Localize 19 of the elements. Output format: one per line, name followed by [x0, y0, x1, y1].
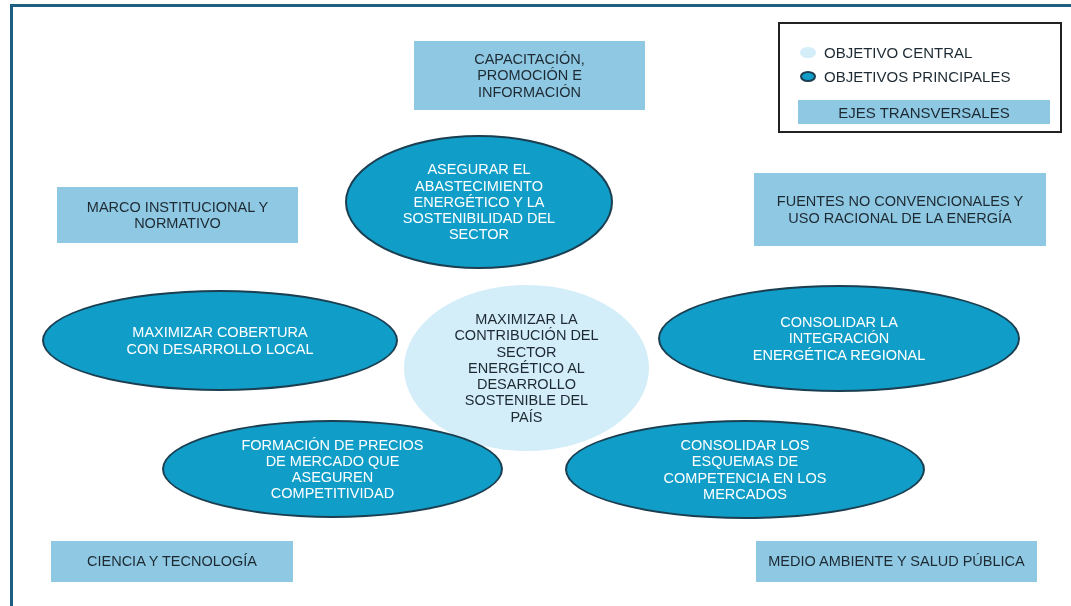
node-label: CONSOLIDAR LOS ESQUEMAS DE COMPETENCIA EN LOS MERCADOS	[662, 437, 828, 502]
legend-swatch: EJES TRANSVERSALES	[798, 100, 1050, 124]
node-label: ASEGURAR EL ABASTECIMIENTO ENERGÉTICO Y LA SOSTENIBILIDAD DEL SECTOR	[401, 161, 557, 243]
node-label: FORMACIÓN DE PRECIOS DE MERCADO QUE ASEGUREN COMPETITIVIDAD	[240, 436, 425, 502]
axis-box	[51, 541, 293, 582]
node-label: MAXIMIZAR LA CONTRIBUCIÓN DEL SECTOR ENERGÉTICO AL DESARROLLO SOSTENIBLE DEL PAÍS	[453, 311, 600, 425]
node-label: MEDIO AMBIENTE Y SALUD PÚBLICA	[768, 553, 1025, 570]
legend-label: OBJETIVO CENTRAL	[824, 44, 973, 61]
node-label: CONSOLIDAR LA INTEGRACIÓN ENERGÉTICA REGIONAL	[751, 314, 927, 363]
axis-box	[57, 187, 298, 243]
axis-box	[754, 173, 1046, 246]
node-label: CIENCIA Y TECNOLOGÍA	[87, 553, 257, 570]
axis-box	[756, 541, 1037, 582]
axis-box	[414, 41, 645, 110]
node-label: MAXIMIZAR COBERTURA CON DESARROLLO LOCAL	[125, 324, 315, 357]
node-label: FUENTES NO CONVENCIONALES Y USO RACIONAL DE LA ENERGÍA	[775, 193, 1025, 226]
node-label: MARCO INSTITUCIONAL Y NORMATIVO	[85, 198, 270, 232]
legend-label: OBJETIVOS PRINCIPALES	[824, 68, 1011, 85]
node-label: CAPACITACIÓN, PROMOCIÓN E INFORMACIÓN	[473, 51, 586, 100]
